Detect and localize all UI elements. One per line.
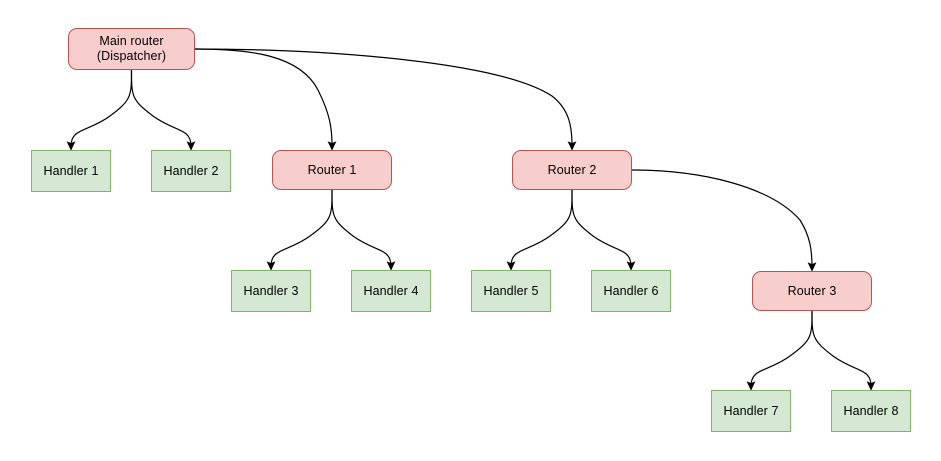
edge-main-to-router-1 xyxy=(194,48,337,151)
node-router-3[interactable]: Router 3 xyxy=(752,271,872,311)
node-router-2[interactable]: Router 2 xyxy=(512,150,632,190)
node-router-1[interactable]: Router 1 xyxy=(272,150,392,190)
edge-router-2-to-handler-6 xyxy=(571,189,636,271)
node-handler-2[interactable]: Handler 2 xyxy=(151,150,231,192)
edge-main-to-handler-1 xyxy=(66,69,133,151)
node-handler-3[interactable]: Handler 3 xyxy=(231,270,311,312)
edge-router-2-to-router-3 xyxy=(631,169,817,272)
node-handler-7[interactable]: Handler 7 xyxy=(711,390,791,432)
node-handler-8[interactable]: Handler 8 xyxy=(831,390,911,432)
edge-router-2-to-handler-5 xyxy=(506,189,573,271)
edge-main-to-handler-2 xyxy=(130,69,196,151)
node-handler-6[interactable]: Handler 6 xyxy=(591,270,671,312)
edge-main-to-router-2 xyxy=(194,48,577,151)
edge-router-1-to-handler-4 xyxy=(331,189,396,271)
node-handler-1[interactable]: Handler 1 xyxy=(31,150,111,192)
node-main-router[interactable]: Main router (Dispatcher) xyxy=(68,28,195,70)
edge-router-3-to-handler-8 xyxy=(811,310,876,391)
edge-router-3-to-handler-7 xyxy=(746,310,813,391)
node-handler-4[interactable]: Handler 4 xyxy=(351,270,431,312)
edge-router-1-to-handler-3 xyxy=(266,189,333,271)
node-handler-5[interactable]: Handler 5 xyxy=(471,270,551,312)
